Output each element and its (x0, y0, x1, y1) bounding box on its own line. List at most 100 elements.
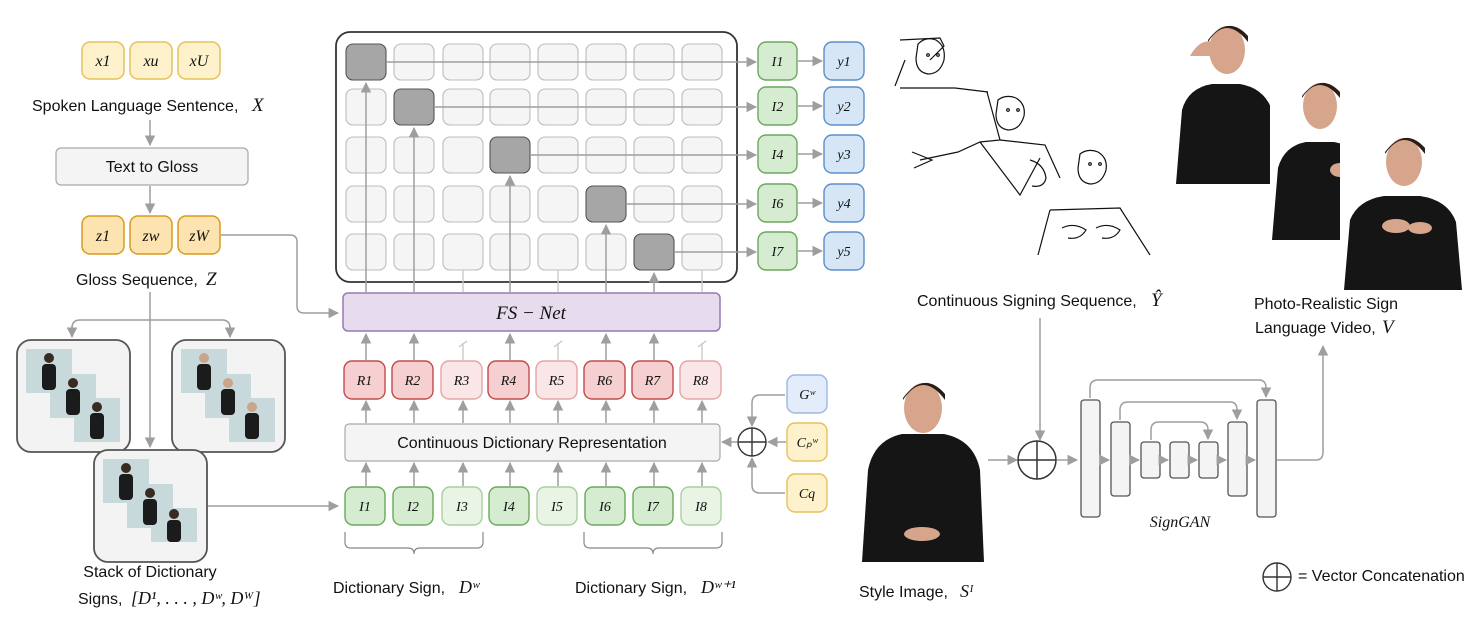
i-row-token-5-text: I5 (550, 500, 563, 515)
r-token-2: R2 (391, 360, 434, 400)
dictionary-sign-card-1 (16, 339, 131, 453)
i-col-token-4-text: I6 (771, 197, 784, 212)
continuous-signing-symbol: Ŷ (1151, 289, 1164, 311)
grid-cell-active (585, 185, 627, 223)
x-token-U: xU (177, 41, 221, 80)
grid-cell (442, 136, 484, 174)
r-token-1: R1 (343, 360, 386, 400)
i-col-token-1-text: I1 (771, 55, 784, 70)
cp-token-text: Cₚʷ (797, 436, 819, 451)
brace-dictionary-sign-w1 (583, 532, 723, 555)
x-token-1: x1 (81, 41, 125, 80)
z-token-w: zw (129, 215, 173, 255)
dict-sign-symbol-1: Dʷ (458, 577, 480, 597)
z-token-1: z1 (81, 215, 125, 255)
cdr-label: Continuous Dictionary Representation (397, 435, 666, 452)
style-image-symbol: Sᴵ (960, 581, 974, 601)
photo-frame-3 (1340, 132, 1464, 290)
i-row-token-8: I8 (680, 486, 722, 526)
grid-cell (537, 233, 579, 271)
r-token-5-text: R5 (548, 374, 565, 389)
spoken-language-label: Spoken Language Sentence, (32, 98, 238, 115)
i-row-token-5: I5 (536, 486, 578, 526)
gloss-sequence-label: Gloss Sequence, (76, 272, 198, 289)
grid-cell (442, 185, 484, 223)
stack-label-line-2: Signs, (78, 591, 122, 608)
cq-token-text: Cq (799, 487, 815, 502)
i-col-token-1: I1 (757, 41, 798, 81)
grid-cell-active (345, 43, 387, 81)
grid-cell (537, 185, 579, 223)
concat-symbol-center (737, 427, 767, 457)
dict-sign-label-1: Dictionary Sign, (333, 580, 445, 597)
i-row-token-6: I6 (584, 486, 626, 526)
i-row-token-7: I7 (632, 486, 674, 526)
y-token-2: y2 (823, 86, 865, 126)
stack-symbol: [D¹, . . . , Dʷ, Dᵂ] (131, 588, 261, 608)
y-token-3: y3 (823, 134, 865, 174)
y-token-3-text: y3 (835, 148, 850, 163)
x-token-row: x1 xu xU (81, 41, 221, 80)
style-image-label: Style Image, (859, 584, 948, 601)
x-token-u-text: xu (142, 53, 158, 70)
y-token-1: y1 (823, 41, 865, 81)
y-token-5: y5 (823, 231, 865, 271)
i-row-token-8-text: I8 (694, 500, 707, 515)
i-row-token-4: I4 (488, 486, 530, 526)
i-col-token-5-text: I7 (771, 245, 785, 260)
grid-cell-active (489, 136, 531, 174)
i-row-token-1: I1 (344, 486, 386, 526)
i-col-token-4: I6 (757, 183, 798, 223)
i-row-token-6-text: I6 (598, 500, 611, 515)
i-row-token-4-text: I4 (502, 500, 515, 515)
i-col-token-5: I7 (757, 231, 798, 271)
gloss-symbol: Z (206, 269, 217, 290)
photo-label-line-2: Language Video, (1255, 320, 1376, 337)
z-token-w-text: zw (142, 228, 160, 245)
r-token-8: R8 (679, 360, 722, 400)
y-token-1-text: y1 (835, 55, 850, 70)
cq-token-box: Cq (786, 473, 828, 513)
g-token-box: Gʷ (786, 374, 828, 414)
r-token-8-text: R8 (692, 374, 709, 389)
z-token-row: z1 zw zW (81, 215, 221, 255)
x-token-U-text: xU (189, 53, 210, 70)
r-token-7-text: R7 (644, 374, 662, 389)
r-token-1-text: R1 (356, 374, 373, 389)
continuous-dictionary-representation-box: Continuous Dictionary Representation (344, 423, 721, 462)
z-token-W: zW (177, 215, 221, 255)
dict-sign-symbol-2: Dʷ⁺¹ (700, 577, 736, 597)
i-col-token-2: I2 (757, 86, 798, 126)
legend-label: = Vector Concatenation (1298, 568, 1465, 585)
z-token-W-text: zW (188, 228, 210, 245)
g-token-text: Gʷ (799, 388, 816, 403)
grid-cells (345, 43, 723, 271)
i-row-token-7-text: I7 (646, 500, 660, 515)
brace-dictionary-sign-w (344, 532, 484, 555)
text-to-gloss-label: Text to Gloss (106, 159, 198, 176)
text-to-gloss-box: Text to Gloss (55, 147, 249, 186)
grid-connectors (360, 56, 758, 292)
y-token-4: y4 (823, 183, 865, 223)
fsnet-box: FS − Net (342, 292, 721, 332)
legend-concat: = Vector Concatenation (1262, 562, 1465, 592)
photo-label-line-1: Photo-Realistic Sign (1254, 296, 1398, 313)
z-token-1-text: z1 (95, 228, 110, 245)
r-token-3: R3 (440, 360, 483, 400)
i-col-token-3-text: I4 (771, 148, 784, 163)
i-row-token-3: I3 (441, 486, 483, 526)
grid-cell-active (393, 88, 435, 126)
r-token-3-text: R3 (453, 374, 470, 389)
style-image (860, 382, 986, 564)
r-token-5: R5 (535, 360, 578, 400)
r-token-6-text: R6 (596, 374, 613, 389)
dictionary-sign-card-2 (171, 339, 286, 453)
i-row-token-2: I2 (392, 486, 434, 526)
grid-cell-active (633, 233, 675, 271)
r-token-2-text: R2 (404, 374, 421, 389)
